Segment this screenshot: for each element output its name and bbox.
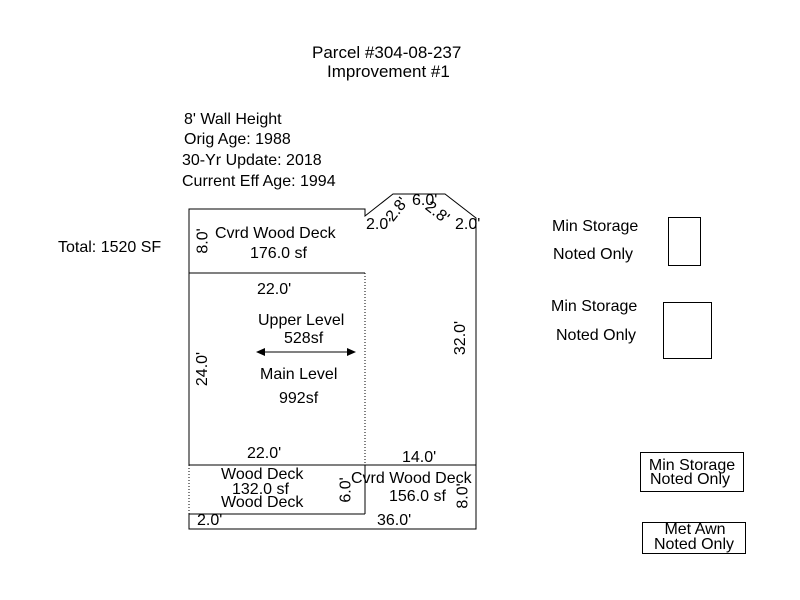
- outbuilding-3-note: Noted Only: [649, 471, 731, 488]
- dim-22-0-bottom: 22.0': [247, 445, 282, 462]
- dim-2-0-left: 2.0': [366, 216, 392, 233]
- cvrd-deck-bottom-name: Cvrd Wood Deck: [351, 470, 472, 487]
- dim-2-0-bottom: 2.0': [197, 512, 223, 529]
- upper-level-name: Upper Level: [258, 312, 345, 329]
- wood-deck-name-2: Wood Deck: [221, 494, 304, 511]
- dim-32-0: 32.0': [452, 320, 470, 356]
- outbuilding-3-name: Min Storage: [648, 457, 736, 474]
- improvement-title: Improvement #1: [327, 62, 450, 81]
- dim-8-0-right: 8.0': [454, 483, 472, 509]
- orig-age-label: Orig Age: 1988: [184, 131, 291, 148]
- cvrd-deck-top-name: Cvrd Wood Deck: [215, 225, 336, 242]
- outbuilding-1-note: Noted Only: [553, 246, 634, 263]
- dim-8-0-left: 8.0': [194, 228, 212, 254]
- dim-2-0-right: 2.0': [455, 216, 481, 233]
- total-area-label: Total: 1520 SF: [58, 239, 162, 256]
- main-level-size: 992sf: [279, 390, 319, 407]
- outbuilding-2-box: [663, 302, 712, 359]
- house-outline: [188, 193, 477, 530]
- update-label: 30-Yr Update: 2018: [182, 152, 322, 169]
- wood-deck-name: Wood Deck: [221, 466, 304, 483]
- outbuilding-3-box: [640, 452, 744, 492]
- outbuilding-1-box: [668, 217, 701, 266]
- eff-age-label: Current Eff Age: 1994: [182, 173, 336, 190]
- outbuilding-4-name: Met Awn: [664, 521, 726, 538]
- dim-14-0: 14.0': [402, 449, 437, 466]
- parcel-title: Parcel #304-08-237: [312, 43, 462, 62]
- dim-22-0-top: 22.0': [257, 281, 292, 298]
- cvrd-deck-bottom-size: 156.0 sf: [389, 488, 446, 505]
- arrow-right-head-icon: [347, 348, 356, 356]
- outbuilding-2-note: Noted Only: [556, 327, 637, 344]
- arrow-left-head-icon: [256, 348, 265, 356]
- dim-6-0-top: 6.0': [412, 192, 438, 209]
- cvrd-deck-top-size: 176.0 sf: [250, 245, 307, 262]
- outbuilding-1-name: Min Storage: [552, 218, 639, 235]
- outbuilding-2-name: Min Storage: [551, 298, 638, 315]
- dim-36-0: 36.0': [377, 512, 412, 529]
- wood-deck-size: 132.0 sf: [232, 481, 289, 498]
- outbuilding-4-box: [642, 522, 746, 554]
- outbuilding-4-note: Noted Only: [653, 536, 735, 553]
- dim-24-0: 24.0': [194, 351, 212, 387]
- main-level-name: Main Level: [260, 366, 338, 383]
- dim-6-0-deck: 6.0': [337, 477, 355, 503]
- wall-height-label: 8' Wall Height: [184, 111, 282, 128]
- upper-level-size: 528sf: [284, 330, 324, 347]
